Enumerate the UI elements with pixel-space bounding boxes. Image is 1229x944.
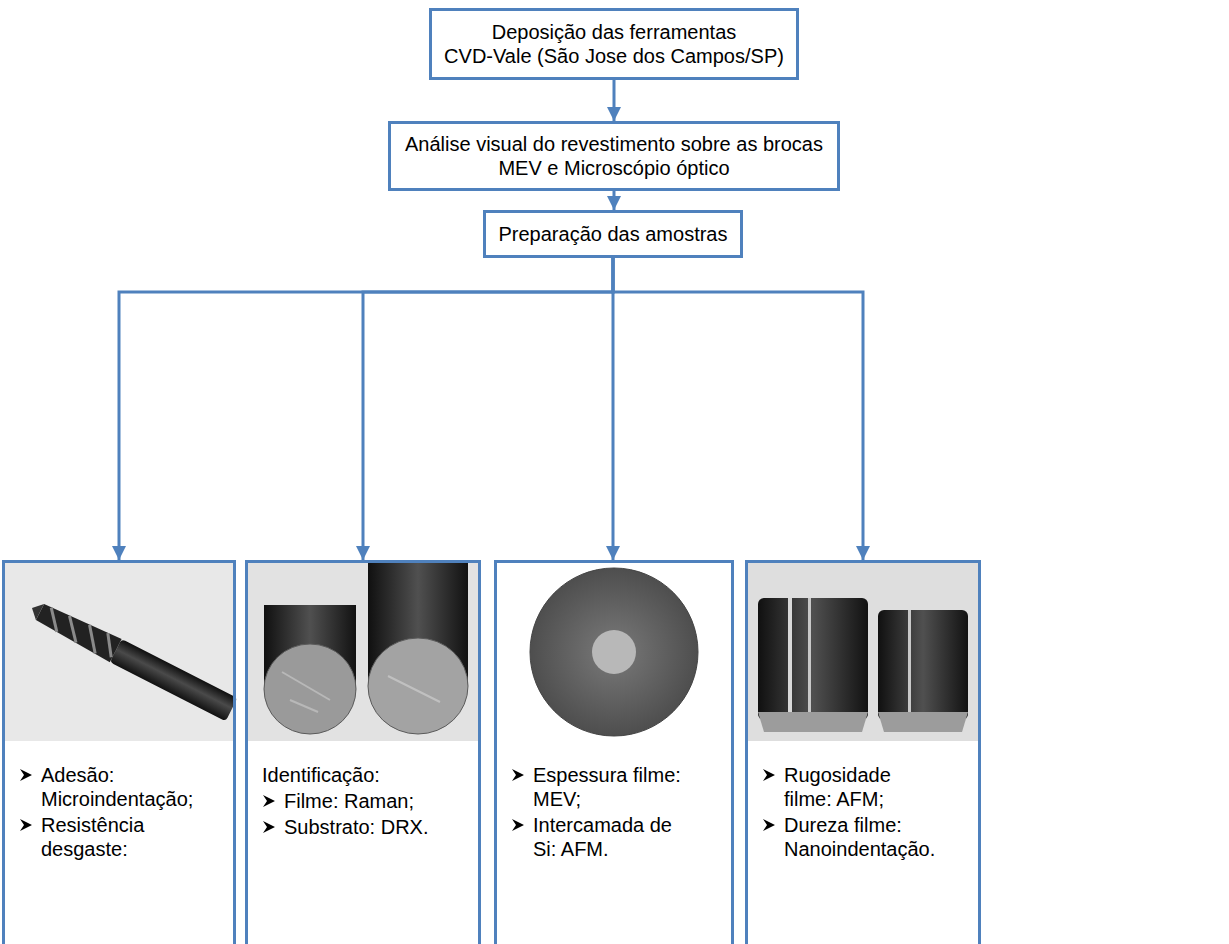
flow-arrow <box>613 80 616 121</box>
drill-photo <box>5 563 237 741</box>
bullet-item: Adesão: Microindentação; <box>19 763 216 811</box>
method-list: Espessura filme: MEV;Intercamada de Si: … <box>511 763 689 863</box>
box-content: Análise visual do revestimento sobre as … <box>391 124 837 188</box>
box-label: Análise visual do revestimento sobre as … <box>405 132 823 156</box>
bullet-item: Espessura filme: MEV; <box>511 763 689 811</box>
box-label: CVD-Vale (São Jose dos Campos/SP) <box>444 44 784 68</box>
method-list: Adesão: Microindentação;Resistência desg… <box>19 763 216 863</box>
flow-arrow <box>613 191 616 210</box>
box-content: Preparação das amostras <box>486 213 740 255</box>
bullet-item: Filme: Raman; <box>262 789 459 813</box>
bullet-item: Substrato: DRX. <box>262 815 459 839</box>
disc-photo <box>497 563 731 741</box>
bullet-item: Resistência desgaste: <box>19 813 216 861</box>
rods-photo <box>248 563 478 741</box>
flow-arrow <box>363 258 613 560</box>
process-box: Análise visual do revestimento sobre as … <box>388 121 840 191</box>
process-box: Preparação das amostras <box>483 210 743 258</box>
method-card: Espessura filme: MEV;Intercamada de Si: … <box>494 560 734 944</box>
flow-arrow <box>612 258 615 560</box>
bullet-item: Rugosidade filme: AFM; <box>762 763 940 811</box>
bullet-item: Dureza filme: Nanoindentação. <box>762 813 940 861</box>
method-list: Rugosidade filme: AFM;Dureza filme: Nano… <box>762 763 940 863</box>
half-cylinders-photo <box>748 563 978 741</box>
bullet-item: Intercamada de Si: AFM. <box>511 813 689 861</box>
box-label: Deposição das ferramentas <box>492 20 737 44</box>
method-card: Adesão: Microindentação;Resistência desg… <box>2 560 236 944</box>
box-content: Deposição das ferramentasCVD-Vale (São J… <box>432 11 796 77</box>
box-label: Preparação das amostras <box>498 222 727 246</box>
flow-arrow <box>119 258 613 560</box>
flow-arrow <box>613 258 863 560</box>
method-card: Identificação:Filme: Raman;Substrato: DR… <box>245 560 481 944</box>
list-heading: Identificação: <box>262 763 459 787</box>
method-card: Rugosidade filme: AFM;Dureza filme: Nano… <box>745 560 981 944</box>
method-list: Identificação:Filme: Raman;Substrato: DR… <box>262 763 459 841</box>
box-label: MEV e Microscópio óptico <box>498 156 729 180</box>
process-box: Deposição das ferramentasCVD-Vale (São J… <box>429 8 799 80</box>
